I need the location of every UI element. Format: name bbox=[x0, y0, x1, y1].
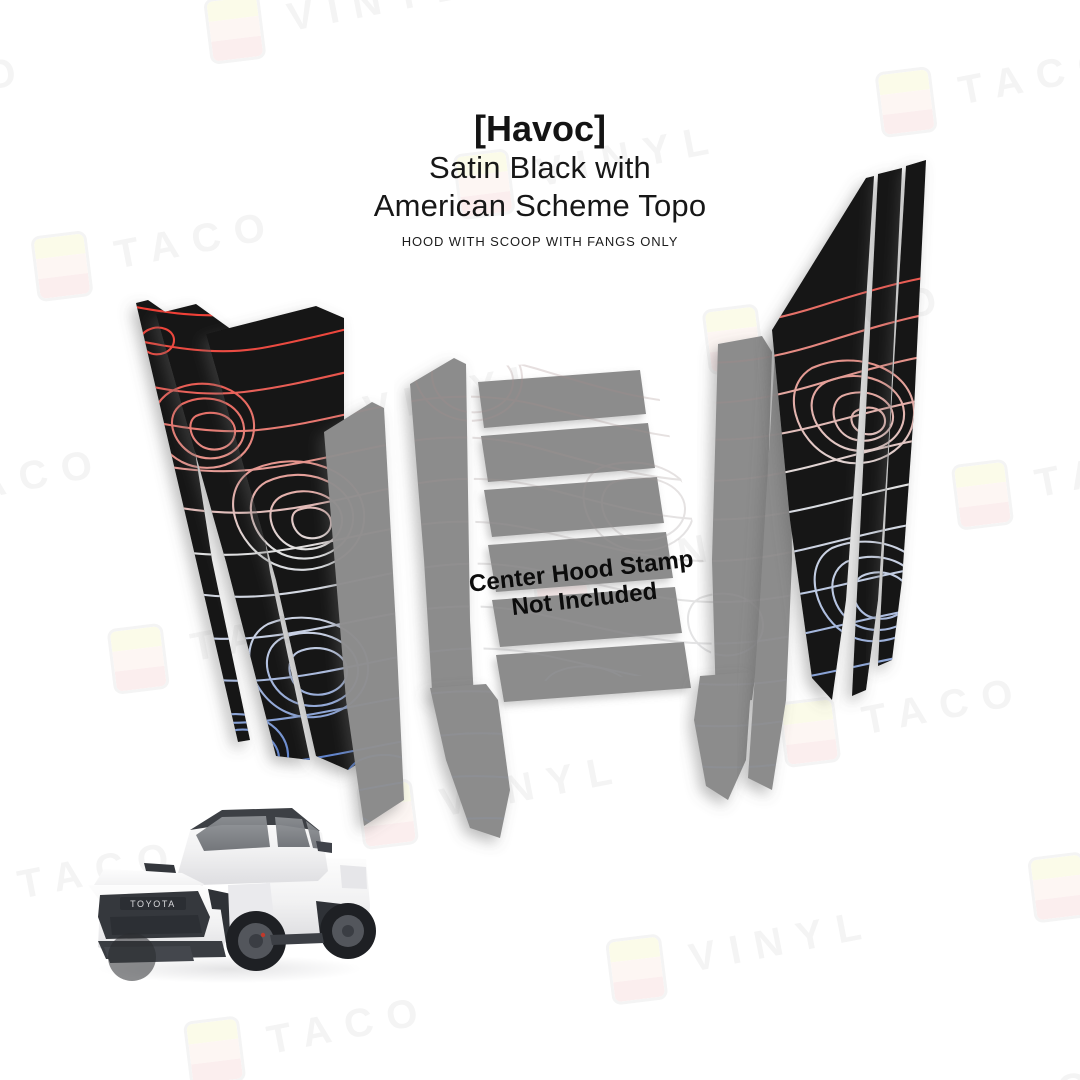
right-wing-group bbox=[772, 160, 926, 700]
left-fang bbox=[430, 684, 510, 838]
left-wing-group bbox=[136, 300, 382, 770]
product-brand-tag: [Havoc] bbox=[473, 108, 607, 149]
product-subtitle: HOOD WITH SCOOP WITH FANGS ONLY bbox=[401, 234, 679, 250]
product-title-line-1: Satin Black with bbox=[428, 150, 652, 186]
louver-slat bbox=[481, 423, 655, 482]
louver-slat bbox=[478, 370, 646, 428]
product-title-block: [Havoc] Satin Black with American Scheme… bbox=[0, 108, 1080, 249]
grille-text: TOYOTA bbox=[130, 899, 176, 909]
left-center-pillar bbox=[324, 402, 404, 826]
louver-slat bbox=[484, 477, 664, 537]
left-wing-outer-strip bbox=[136, 300, 250, 742]
right-wing-main-panel bbox=[772, 176, 874, 700]
running-board bbox=[270, 933, 324, 945]
center-hood-left-rail bbox=[410, 358, 474, 702]
spare-wheel-shadow bbox=[108, 933, 156, 981]
side-mirror bbox=[316, 841, 332, 853]
louver-slat bbox=[496, 642, 691, 702]
hood-scoop bbox=[144, 863, 176, 873]
side-window-front bbox=[275, 817, 310, 847]
right-center-pillar bbox=[748, 332, 792, 790]
vehicle-preview: TOYOTA bbox=[70, 785, 380, 985]
front-wheel bbox=[226, 911, 286, 971]
windshield bbox=[196, 816, 270, 851]
grille-badge-plate bbox=[120, 897, 186, 910]
vehicle-shadow bbox=[98, 955, 362, 983]
right-wing-outer-strip bbox=[878, 160, 926, 666]
product-title-line-2: American Scheme Topo bbox=[373, 188, 707, 224]
right-fang bbox=[694, 672, 752, 800]
rear-wheel bbox=[320, 903, 376, 959]
center-hood-right-rail bbox=[712, 336, 772, 704]
